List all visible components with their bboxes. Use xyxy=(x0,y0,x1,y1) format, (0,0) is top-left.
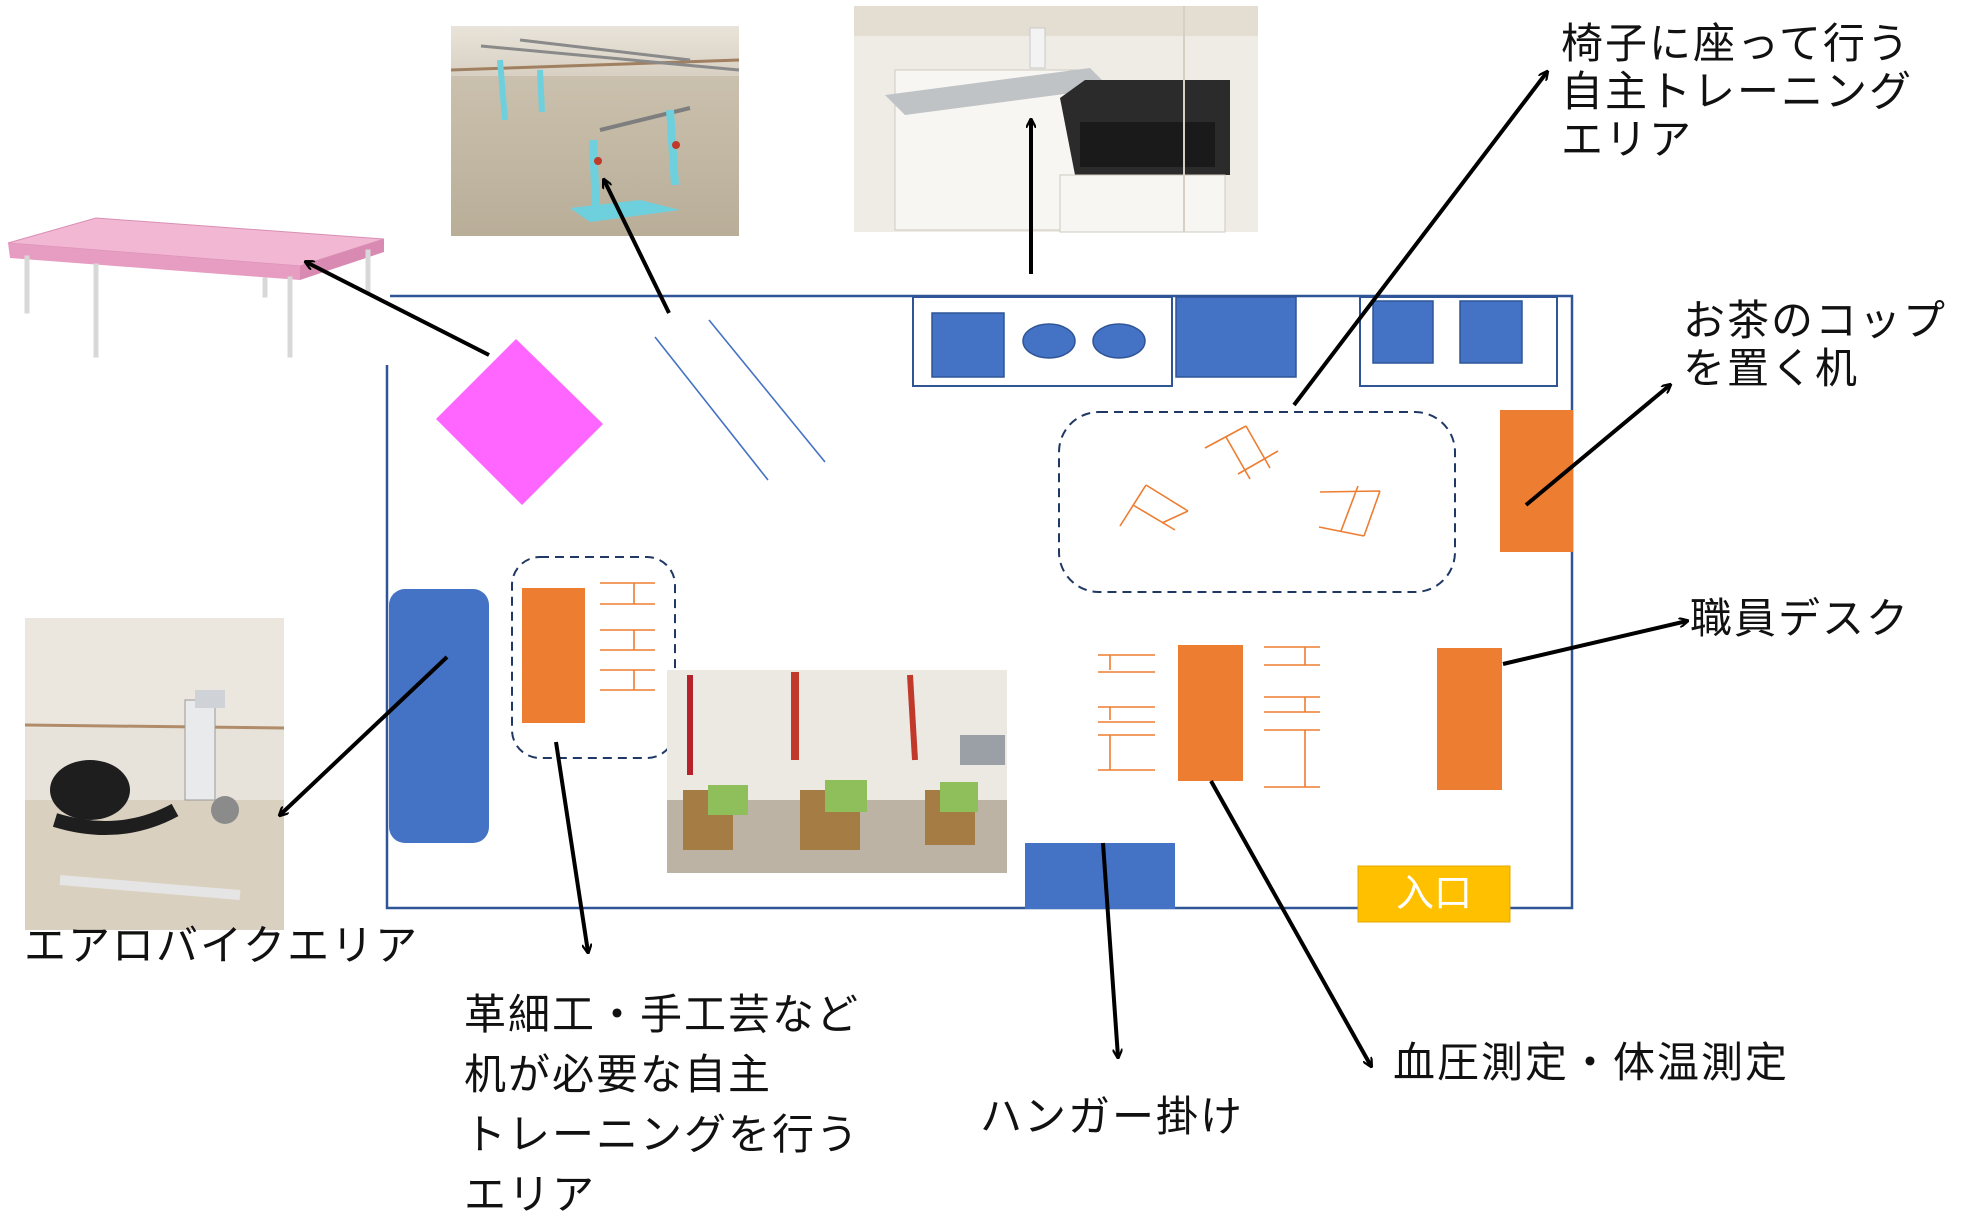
hanger-label: ハンガー掛け xyxy=(980,1092,1245,1141)
stove-burner xyxy=(1022,323,1076,359)
chair-training-area-label: 椅子に座って行う 自主トレーニング エリア xyxy=(1561,19,1914,164)
shelf-box xyxy=(1372,300,1434,364)
parallel-bar-line xyxy=(654,336,769,481)
tea-cup-desk xyxy=(1500,410,1573,552)
cabinet xyxy=(1175,296,1297,378)
blood-pressure-desk xyxy=(1178,645,1243,781)
treatment-bed-shape xyxy=(436,339,603,505)
craft-area-label: 革細工・手工芸など 机が必要な自主 トレーニングを行う エリア xyxy=(464,990,861,1219)
floor-plan-diagram: 入口 xyxy=(0,6,1974,1196)
arrow-to-bed-photo xyxy=(306,262,490,357)
tea-desk-label: お茶のコップ を置く机 xyxy=(1683,296,1948,393)
arrow-to-aerobike-photo xyxy=(280,655,449,815)
chair-icon xyxy=(1098,706,1155,723)
staff-desk xyxy=(1437,648,1502,790)
chair-icon xyxy=(1264,646,1320,666)
bp-temp-label: 血圧測定・体温測定 xyxy=(1393,1038,1790,1087)
craft-training-area xyxy=(511,556,676,759)
chair-icon xyxy=(600,582,655,605)
room-photo xyxy=(667,670,1007,873)
entrance-label: 入口 xyxy=(1396,871,1472,915)
craft-desk xyxy=(522,588,585,723)
chair-icon xyxy=(1264,729,1320,788)
chair-icon xyxy=(600,629,655,651)
arrow-to-chair-training-label xyxy=(1292,72,1547,407)
chair-icon xyxy=(1318,485,1381,537)
arrow-to-parallel-bars-photo xyxy=(604,180,671,314)
chair-icon xyxy=(1098,734,1155,771)
chair-icon xyxy=(1098,654,1155,673)
chair-icon xyxy=(1264,696,1320,713)
chair-icons xyxy=(1119,425,1381,537)
sink-basin xyxy=(931,312,1005,378)
chair-icon xyxy=(600,669,655,691)
arrows xyxy=(280,72,1687,1066)
chair-icon xyxy=(1119,484,1189,531)
chair-icon xyxy=(1204,425,1279,480)
sink-photo xyxy=(854,6,1258,233)
arrow-to-tea-desk-label xyxy=(1524,385,1670,507)
aerobike-photo xyxy=(24,618,285,930)
treatment-bed-photo xyxy=(0,217,390,365)
arrow-to-craft-label xyxy=(554,741,588,952)
entrance-box xyxy=(1357,865,1511,923)
chair-training-area xyxy=(1058,411,1456,593)
aerobike-area-label: エアロバイクエリア xyxy=(24,921,420,970)
hanger-rack xyxy=(1025,843,1175,909)
parallel-bars-photo xyxy=(450,26,740,236)
staff-desk-label: 職員デスク xyxy=(1690,594,1911,643)
arrow-to-staff-desk-label xyxy=(1502,621,1687,666)
arrow-to-bp-label xyxy=(1209,780,1371,1066)
aerobike-equipment xyxy=(389,589,489,843)
shelf-box xyxy=(1459,300,1523,364)
stove-burner xyxy=(1092,323,1146,359)
arrow-to-hanger-label xyxy=(1101,842,1118,1057)
parallel-bar-line xyxy=(708,319,826,463)
